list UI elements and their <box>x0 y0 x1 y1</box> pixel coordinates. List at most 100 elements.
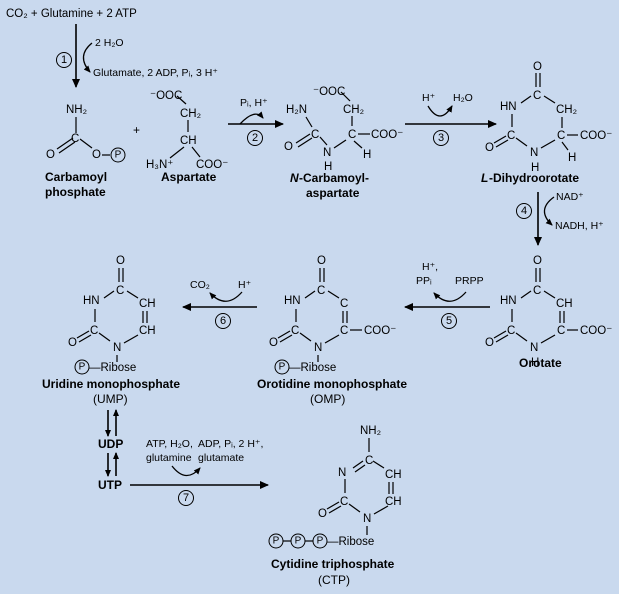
svg-text:5: 5 <box>446 315 452 327</box>
ctp-label-2: (CTP) <box>318 573 350 587</box>
step6-number: 6 <box>215 313 231 329</box>
svg-text:CH₂: CH₂ <box>180 108 201 120</box>
ctp-structure: NH₂ C N CH C O N CH P P P —Ribose <box>268 425 402 549</box>
step6-side-arrow <box>209 291 243 302</box>
svg-text:CH: CH <box>139 298 156 310</box>
svg-text:C: C <box>533 90 541 102</box>
svg-text:P: P <box>79 362 86 373</box>
svg-text:C: C <box>507 325 515 337</box>
svg-text:NH₂: NH₂ <box>66 104 87 116</box>
n-carbamoyl-aspartate-structure: ⁻OOC CH₂ H₂N C O N H C COO⁻ H <box>284 86 403 173</box>
orotate-label: Orotate <box>519 356 562 370</box>
svg-text:CH: CH <box>385 469 402 481</box>
svg-text:P: P <box>273 536 280 547</box>
svg-text:H: H <box>324 161 332 173</box>
step5-input-label-a: H⁺, <box>422 261 438 273</box>
svg-text:HN: HN <box>83 295 100 307</box>
svg-text:C: C <box>348 129 356 141</box>
svg-text:C: C <box>557 130 565 142</box>
step3-output-label: H₂O <box>453 92 473 104</box>
step2-number: 2 <box>247 130 263 146</box>
svg-text:1: 1 <box>61 54 67 66</box>
step7-output-label-a: ADP, Pᵢ, 2 H⁺, <box>198 438 263 450</box>
step6-output-label: CO₂ <box>190 279 210 291</box>
svg-text:P: P <box>279 362 286 373</box>
n-carbamoyl-label-prefix: N <box>290 171 299 185</box>
svg-text:N: N <box>338 467 346 479</box>
svg-text:C: C <box>116 285 124 297</box>
ump-label-1: Uridine monophosphate <box>42 377 180 391</box>
step4-side-arrow <box>543 196 555 226</box>
dihydroorotate-label-prefix: L <box>481 171 488 185</box>
step4-output-label: NADH, H⁺ <box>555 220 604 232</box>
svg-text:O: O <box>317 255 326 267</box>
step3-side-arrow <box>427 105 453 117</box>
omp-label-1: Orotidine monophosphate <box>257 377 407 391</box>
step2-side-arrow <box>239 111 264 125</box>
udp-label: UDP <box>98 437 123 451</box>
svg-text:C: C <box>291 325 299 337</box>
svg-text:C: C <box>507 130 515 142</box>
svg-text:NH₂: NH₂ <box>360 425 381 437</box>
svg-text:O: O <box>284 141 293 153</box>
svg-text:O: O <box>533 61 542 73</box>
step1-input-label: 2 H₂O <box>95 37 124 49</box>
svg-text:C: C <box>340 496 348 508</box>
step1-output-label: Glutamate, 2 ADP, Pᵢ, 3 H⁺ <box>93 67 218 79</box>
dihydroorotate-label: -Dihydroorotate <box>489 171 579 185</box>
svg-text:2: 2 <box>252 132 258 144</box>
step7-output-label-b: glutamate <box>198 452 244 464</box>
orotate-structure: O C HN CH C O N H C COO⁻ <box>485 255 612 369</box>
svg-text:N: N <box>530 342 538 354</box>
omp-structure: O C HN C C O N C COO⁻ P —Ribose <box>269 255 396 375</box>
step7-input-label-b: glutamine <box>146 452 192 464</box>
n-carbamoyl-label-1: -Carbamoyl- <box>299 171 369 185</box>
step5-number: 5 <box>441 313 457 329</box>
svg-text:C: C <box>340 325 348 337</box>
step4-number: 4 <box>516 203 532 219</box>
svg-text:H: H <box>568 152 576 164</box>
step3-number: 3 <box>433 130 449 146</box>
svg-text:C: C <box>533 285 541 297</box>
carbamoyl-phosphate-structure: NH₂ O C O P <box>46 104 126 163</box>
svg-text:CH: CH <box>139 325 156 337</box>
svg-text:O: O <box>269 337 278 349</box>
svg-text:O: O <box>68 337 77 349</box>
aspartate-structure: ⁻OOC CH₂ CH H₃N⁺ COO⁻ <box>146 90 228 171</box>
svg-text:—Ribose: —Ribose <box>289 362 336 374</box>
step7-input-label-a: ATP, H₂O, <box>146 438 193 450</box>
svg-text:H₃N⁺: H₃N⁺ <box>146 159 173 171</box>
svg-text:COO⁻: COO⁻ <box>580 130 612 142</box>
svg-text:P: P <box>317 536 324 547</box>
ump-structure: O C HN CH C O N CH P —Ribose <box>68 255 156 375</box>
svg-text:C: C <box>365 455 373 467</box>
step5-side-arrow <box>433 291 467 302</box>
svg-text:4: 4 <box>521 205 527 217</box>
svg-text:H: H <box>531 357 539 369</box>
svg-text:CH₂: CH₂ <box>556 104 577 116</box>
reactants-label: CO₂ + Glutamine + 2 ATP <box>6 8 137 20</box>
n-carbamoyl-label-2: aspartate <box>306 186 360 200</box>
svg-text:O: O <box>485 142 494 154</box>
carbamoyl-phosphate-label-1: Carbamoyl <box>45 170 107 184</box>
svg-text:7: 7 <box>183 492 189 504</box>
svg-text:CH: CH <box>180 135 197 147</box>
svg-text:O: O <box>533 255 542 267</box>
aspartate-label: Aspartate <box>161 170 217 184</box>
plus-sign: + <box>133 123 140 137</box>
svg-text:C: C <box>557 325 565 337</box>
step4-input-label: NAD⁺ <box>556 191 584 203</box>
svg-text:H₂N: H₂N <box>286 104 307 116</box>
svg-text:COO⁻: COO⁻ <box>371 129 403 141</box>
svg-text:N: N <box>530 147 538 159</box>
utp-label: UTP <box>98 478 122 492</box>
step5-output-label: PRPP <box>455 275 484 287</box>
step7-side-arrow <box>171 465 201 477</box>
svg-text:C: C <box>90 325 98 337</box>
svg-text:HN: HN <box>500 101 517 113</box>
svg-text:COO⁻: COO⁻ <box>196 159 228 171</box>
step5-input-label-b: PPᵢ <box>416 275 432 287</box>
svg-text:N: N <box>314 342 322 354</box>
svg-text:HN: HN <box>284 295 301 307</box>
step3-input-label: H⁺ <box>422 92 436 104</box>
